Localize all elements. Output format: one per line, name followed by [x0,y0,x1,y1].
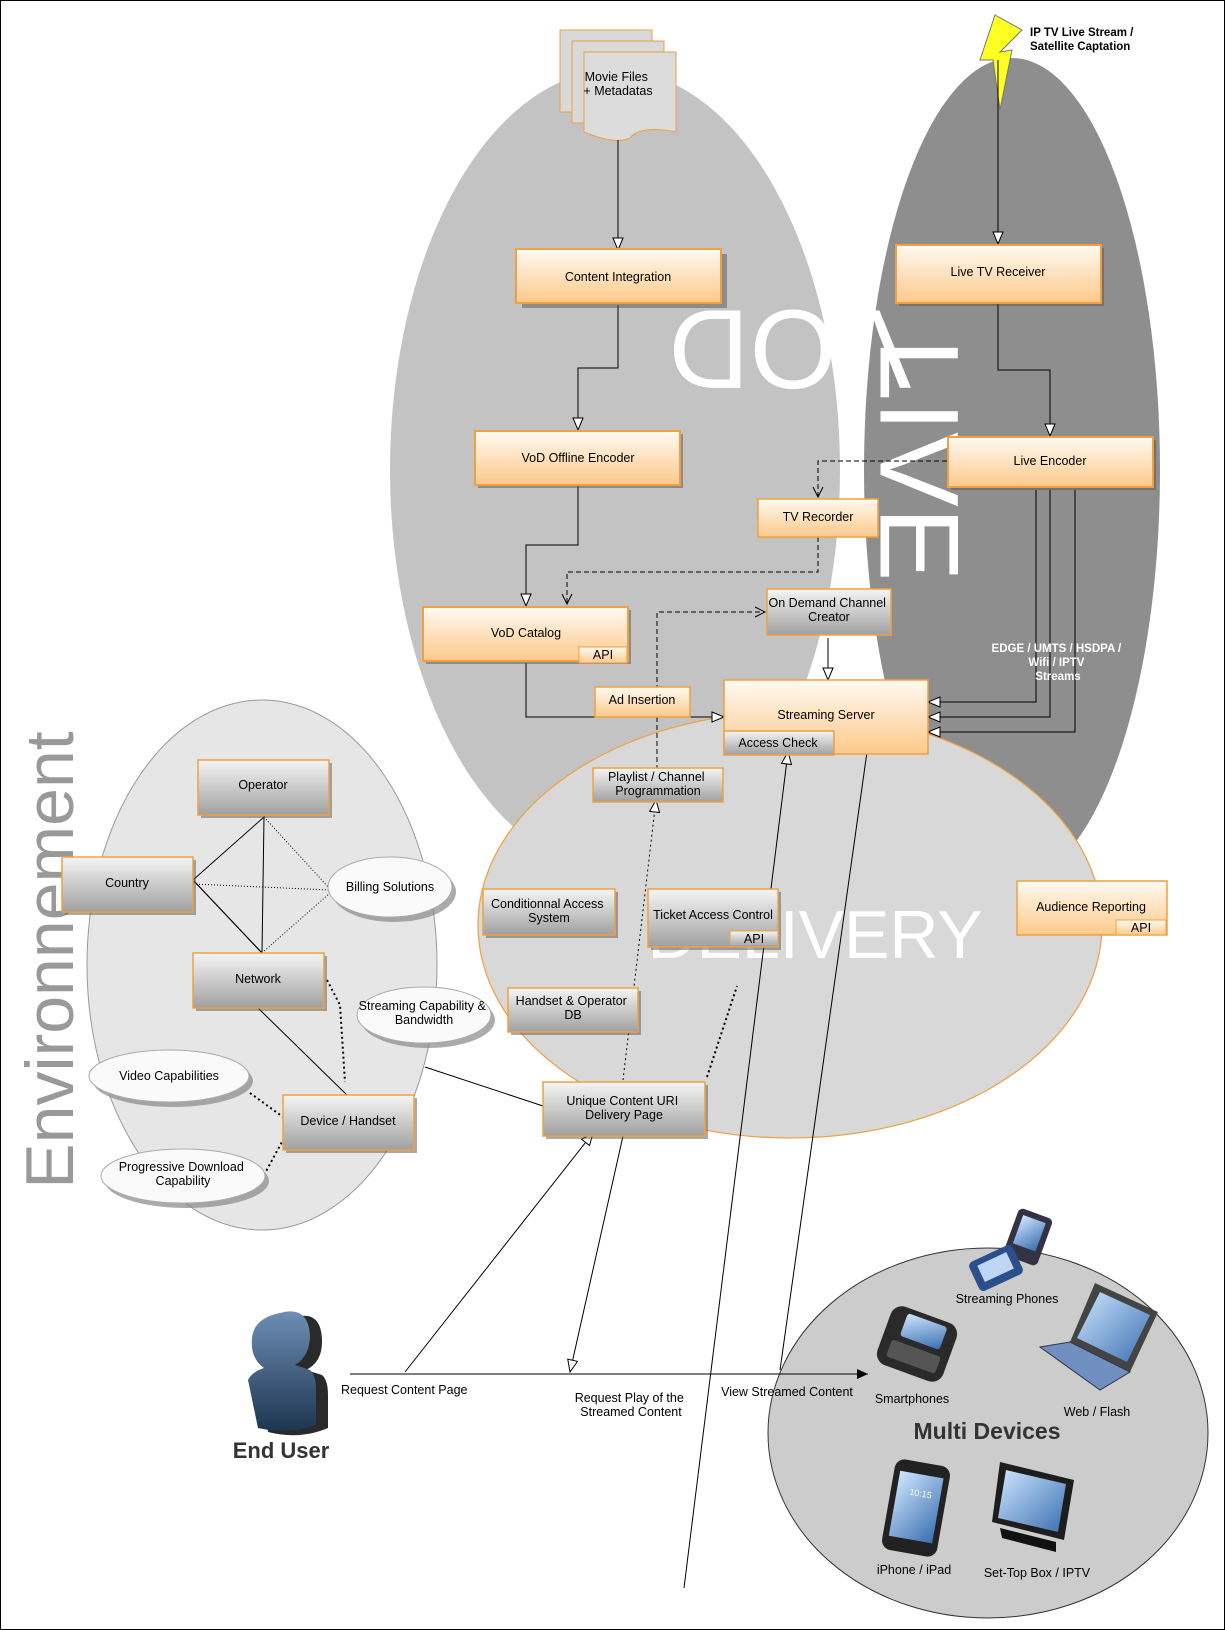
vod-offline-encoder-label: VoD Offline Encoder [521,451,634,465]
live-stream-label: IP TV Live Stream / Satellite Captation [1030,27,1137,53]
settop-box-label: Set-Top Box / IPTV [984,1566,1091,1580]
conditional-access-box[interactable]: Conditionnal Access System [482,888,618,938]
movie-files-label: Movie Files + Metadatas [583,70,652,98]
operator-label: Operator [238,778,287,792]
streaming-server-label: Streaming Server [777,708,874,722]
conditional-access-label: Conditionnal Access System [491,897,607,925]
billing-solutions-label: Billing Solutions [346,880,434,894]
country-label: Country [105,876,150,890]
ticket-access-control-box[interactable]: Ticket Access Control API [647,888,781,950]
handset-operator-db-label: Handset & Operator DB [516,994,631,1022]
network-label: Network [235,972,282,986]
country-box[interactable]: Country [61,856,196,915]
iphone-ipad-label: iPhone / iPad [877,1563,951,1577]
access-check-box[interactable]: Access Check [723,730,835,756]
unique-content-uri-label: Unique Content URI Delivery Page [566,1094,681,1122]
ad-insertion-box[interactable]: Ad Insertion [594,686,691,718]
web-flash-label: Web / Flash [1064,1405,1131,1419]
vod-catalog-label: VoD Catalog [491,626,561,640]
ticket-api-tag [729,930,779,948]
vod-offline-encoder-box[interactable]: VoD Offline Encoder [474,430,683,488]
video-capabilities-ellipse[interactable]: Video Capabilities [88,1049,253,1107]
playlist-programmation-box[interactable]: Playlist / Channel Programmation [592,767,724,803]
request-play-label: Request Play of the Streamed Content [575,1391,688,1419]
settop-box-icon [992,1462,1074,1552]
flip-phone-icon [969,1208,1053,1291]
access-check-label: Access Check [738,736,818,750]
request-content-page-label: Request Content Page [341,1383,468,1397]
billing-solutions-ellipse[interactable]: Billing Solutions [327,856,456,922]
playlist-programmation-label: Playlist / Channel Programmation [608,770,708,798]
live-tv-receiver-label: Live TV Receiver [951,265,1046,279]
device-handset-label: Device / Handset [300,1114,396,1128]
movie-files-icon [559,29,677,141]
iphone-screen-time: 10:15 [909,1487,933,1501]
streaming-capability-ellipse[interactable]: Streaming Capability & Bandwidth [356,986,495,1048]
streaming-capability-label: Streaming Capability & Bandwidth [359,999,490,1027]
svg-text:Multi Devices: Multi Devices [914,1418,1061,1444]
ad-insertion-label: Ad Insertion [609,693,676,707]
device-handset-box[interactable]: Device / Handset [282,1094,417,1153]
smartphones-label: Smartphones [875,1392,949,1406]
environment-zone-label: Environnement [12,731,88,1188]
on-demand-channel-creator-box[interactable]: On Demand Channel Creator [766,588,892,636]
live-encoder-label: Live Encoder [1014,454,1087,468]
vod-catalog-api-label: API [593,648,613,662]
smartphone-icon [876,1306,958,1382]
on-demand-channel-creator-label: On Demand Channel Creator [769,596,890,624]
audience-api-label: API [1131,921,1151,935]
streams-label: EDGE / UMTS / HSDPA / Wifi / IPTV Stream… [992,643,1125,683]
unique-content-uri-box[interactable]: Unique Content URI Delivery Page [542,1081,708,1139]
network-box[interactable]: Network [192,952,327,1011]
connectors [192,60,1076,1589]
progressive-download-ellipse[interactable]: Progressive Download Capability [100,1148,269,1208]
audience-reporting-label: Audience Reporting [1036,900,1146,914]
multi-devices-title: Multi Devices [914,1418,1061,1444]
vod-catalog-api-tag [578,646,628,664]
content-integration-label: Content Integration [565,270,671,284]
video-capabilities-label: Video Capabilities [119,1069,219,1083]
end-user-label: End User [233,1438,330,1463]
audience-reporting-box[interactable]: Audience Reporting API [1016,880,1168,936]
view-streamed-content-label: View Streamed Content [721,1385,853,1399]
lightning-icon [979,14,1023,111]
content-integration-box[interactable]: Content Integration [515,248,727,308]
vod-catalog-box[interactable]: VoD Catalog API [422,606,631,664]
end-user-icon [248,1311,328,1436]
handset-operator-db-box[interactable]: Handset & Operator DB [507,987,641,1035]
live-tv-receiver-box[interactable]: Live TV Receiver [895,244,1104,306]
operator-box[interactable]: Operator [197,759,332,818]
tv-recorder-box[interactable]: TV Recorder [757,498,879,538]
live-encoder-box[interactable]: Live Encoder [947,436,1156,490]
ticket-access-control-label: Ticket Access Control [653,908,773,922]
progressive-download-label: Progressive Download Capability [119,1160,248,1188]
audience-api-tag [1115,919,1167,936]
streaming-phones-label: Streaming Phones [956,1292,1059,1306]
iphone-icon: 10:15 [882,1459,950,1557]
laptop-icon [1038,1283,1158,1391]
tv-recorder-label: TV Recorder [783,510,854,524]
ticket-api-label: API [744,932,764,946]
